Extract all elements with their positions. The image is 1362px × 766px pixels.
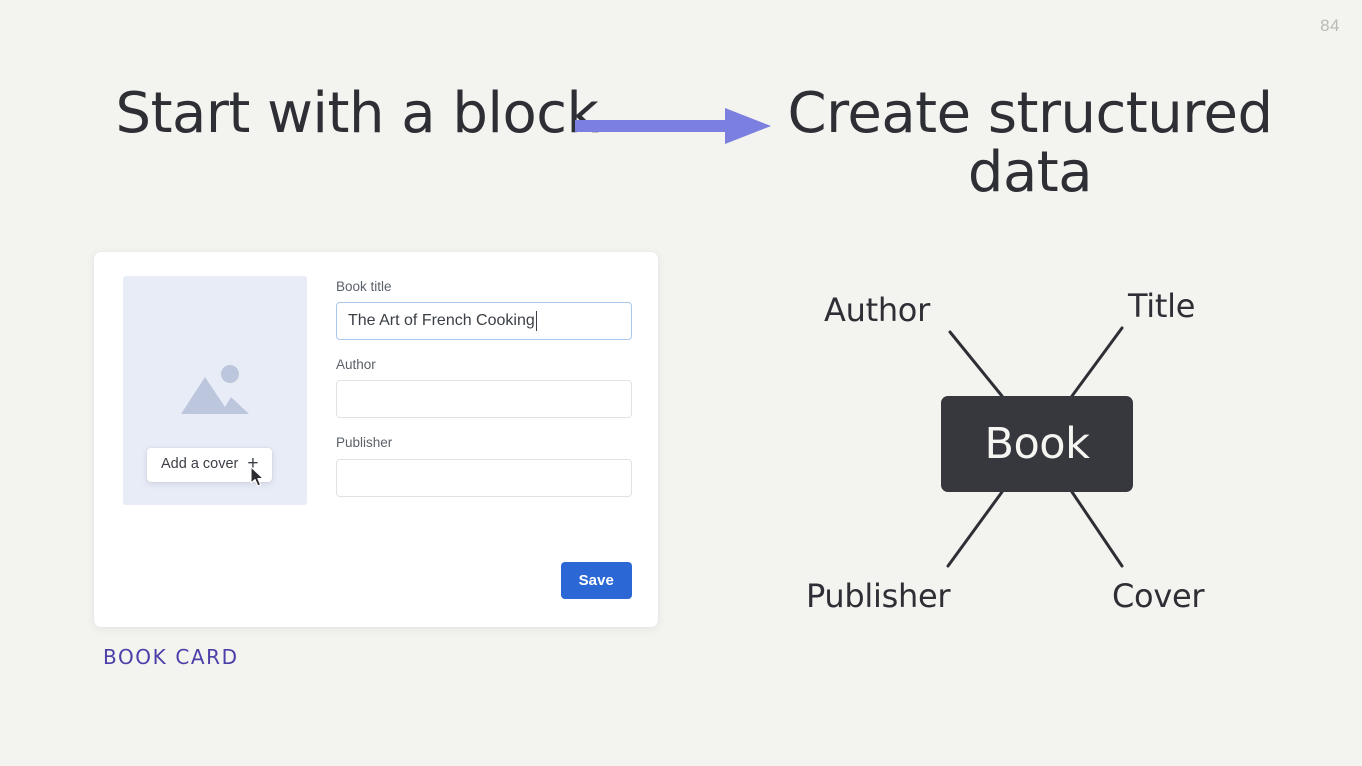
save-row: Save <box>336 562 632 599</box>
book-card-caption: BOOK CARD <box>103 645 239 669</box>
text-caret <box>535 311 537 332</box>
diagram-label-title: Title <box>1128 287 1196 325</box>
diagram-label-cover: Cover <box>1112 577 1205 615</box>
author-input[interactable] <box>336 380 632 419</box>
diagram-label-publisher: Publisher <box>806 577 951 615</box>
add-a-cover-label: Add a cover <box>161 456 239 473</box>
cover-upload-area[interactable]: Add a cover + <box>123 276 307 505</box>
add-a-cover-button[interactable]: Add a cover + <box>147 448 272 482</box>
book-title-input[interactable]: The Art of French Cooking <box>336 302 632 341</box>
field-group-publisher: Publisher <box>336 435 632 497</box>
field-group-book-title: Book title The Art of French Cooking <box>336 279 632 341</box>
book-form: Book title The Art of French Cooking Aut… <box>336 279 632 497</box>
diagram-center-node: Book <box>941 396 1133 492</box>
heading-left: Start with a block <box>115 81 599 146</box>
publisher-input[interactable] <box>336 458 632 497</box>
page-number: 84 <box>1320 16 1340 35</box>
diagram-center-node-label: Book <box>984 418 1090 469</box>
book-title-label: Book title <box>336 279 392 294</box>
book-title-value: The Art of French Cooking <box>348 312 535 330</box>
book-card: Add a cover + Book title The Art of Fren… <box>94 252 658 627</box>
image-placeholder-icon <box>179 361 251 419</box>
diagram-connector-lines <box>946 326 1124 568</box>
heading-right: Create structured data <box>787 81 1273 206</box>
right-arrow-icon <box>575 104 773 148</box>
structured-data-diagram: Book Author Title Publisher Cover <box>780 270 1280 640</box>
publisher-label: Publisher <box>336 435 393 451</box>
diagram-label-author: Author <box>824 291 930 329</box>
field-group-author: Author <box>336 357 632 419</box>
author-label: Author <box>336 357 376 373</box>
save-button[interactable]: Save <box>560 562 632 599</box>
plus-icon: + <box>247 453 259 474</box>
